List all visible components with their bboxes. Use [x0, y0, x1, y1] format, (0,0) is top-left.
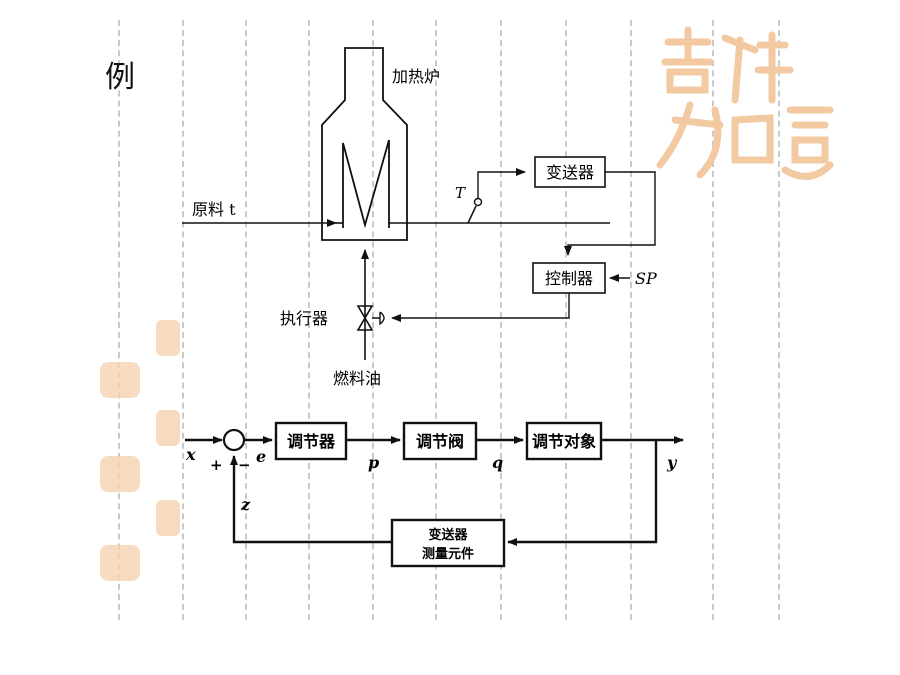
furnace-label: 加热炉 [392, 67, 440, 86]
guide-line [565, 20, 567, 620]
feedback-label-line2: 测量元件 [422, 546, 474, 562]
feedback-box [390, 518, 506, 568]
feed-label: 原料 t [192, 200, 236, 219]
guide-line [630, 20, 632, 620]
valve-box [402, 421, 478, 461]
minus-sign: − [238, 456, 251, 474]
signal-q-label: q [492, 453, 503, 472]
feedback-z-label: z [240, 495, 251, 514]
valve-actuator-icon [372, 311, 385, 326]
example-heading: 例 [105, 60, 135, 95]
guide-line [712, 20, 714, 620]
controller-output-line [391, 293, 570, 322]
fuel-label: 燃料油 [333, 369, 381, 388]
guide-line [182, 20, 184, 620]
feedback-line-out [507, 440, 658, 546]
transmitter-box [534, 156, 606, 188]
output-y-label: y [666, 453, 678, 472]
setpoint-label: SP [635, 269, 657, 288]
guide-line [778, 20, 780, 620]
guide-line [245, 20, 247, 620]
error-e-label: e [256, 447, 266, 466]
guide-line [118, 20, 120, 620]
sensor-stem [467, 205, 477, 224]
summing-junction-icon [222, 428, 246, 452]
feedback-line-in [230, 455, 392, 544]
furnace-coil [342, 139, 390, 229]
temperature-label: T [455, 184, 466, 202]
furnace-outline [321, 47, 408, 241]
plant-label: 调节对象 [532, 432, 596, 451]
temperature-sensor-icon [473, 197, 483, 207]
guide-line [500, 20, 502, 620]
sensor-signal-line [477, 168, 526, 198]
guide-line [372, 20, 374, 620]
valve-label: 调节阀 [416, 432, 464, 451]
plus-sign: + [210, 456, 223, 474]
regulator-label: 调节器 [287, 432, 336, 451]
seal-decoration-small [100, 320, 180, 581]
controller-label: 控制器 [545, 269, 593, 288]
guide-line [435, 20, 437, 620]
guide-line [308, 20, 310, 620]
actuator-label: 执行器 [280, 309, 328, 328]
transmitter-signal-line [564, 171, 656, 256]
input-x-label: x [185, 445, 196, 464]
transmitter-label: 变送器 [546, 163, 594, 182]
seal-decoration-large [656, 26, 834, 180]
signal-p-label: p [368, 453, 379, 472]
feedback-label-line1: 变送器 [428, 527, 468, 543]
